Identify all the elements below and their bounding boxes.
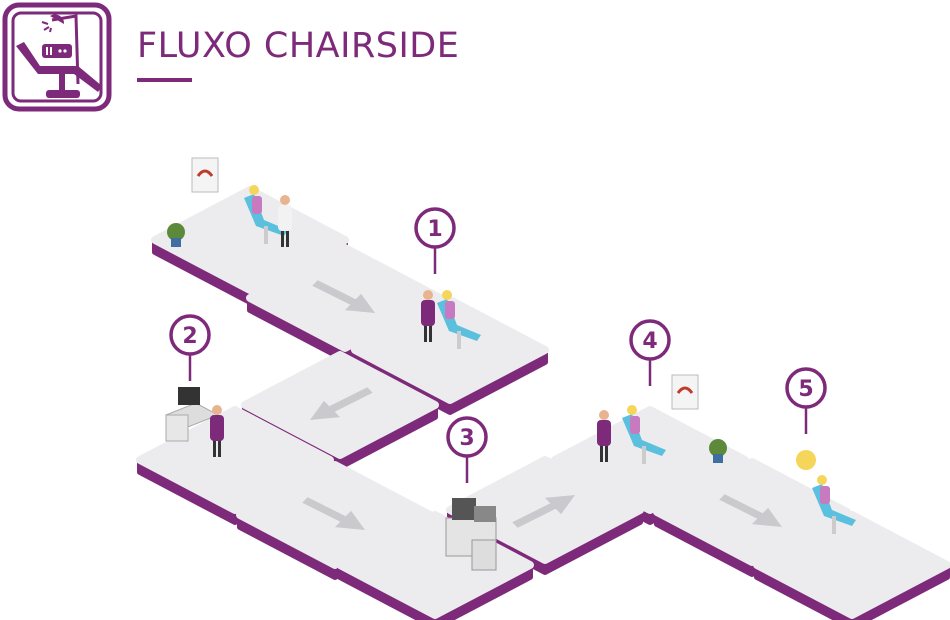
step-marker-5: 5 [785, 367, 827, 434]
step-marker-1: 1 [414, 207, 456, 274]
direction-arrow-icon [302, 497, 365, 530]
tile-top [351, 296, 549, 404]
marker-circle [169, 314, 211, 356]
step-number: 1 [427, 217, 442, 242]
tile-top [753, 511, 950, 619]
step-marker-2: 2 [169, 314, 211, 381]
designer-at-computer [210, 405, 224, 457]
page-title: FLUXO CHAIRSIDE [137, 26, 460, 66]
step-marker-4: 4 [629, 319, 671, 386]
tile-top [151, 186, 349, 294]
direction-arrow-icon [310, 387, 373, 420]
title-underline [137, 78, 192, 82]
dental-chair-with-patient [622, 405, 666, 464]
dentist-finalizing [597, 410, 611, 462]
dentist [278, 195, 292, 247]
plant-icon [709, 439, 727, 463]
step-number: 5 [798, 377, 813, 402]
patient-head [796, 450, 816, 470]
step-number: 4 [642, 329, 657, 354]
direction-arrow-icon [719, 494, 782, 527]
marker-circle [629, 319, 671, 361]
milling-machine [445, 498, 497, 571]
tile-station [151, 186, 349, 305]
dental-chair-with-patient [244, 185, 288, 244]
xray-monitor [671, 374, 699, 410]
computer-desk [164, 387, 220, 442]
technician-scanning [421, 290, 435, 342]
direction-arrow-icon [512, 495, 575, 528]
marker-circle [446, 416, 488, 458]
direction-arrow-icon [312, 280, 375, 313]
marker-circle [414, 207, 456, 249]
step-number: 2 [182, 324, 197, 349]
xray-monitor [191, 157, 219, 193]
tile-station [753, 511, 950, 620]
step-number: 3 [459, 426, 474, 451]
marker-circle [785, 367, 827, 409]
dental-chair-logo-icon [2, 2, 112, 112]
patient-finished-chair [812, 475, 856, 534]
plant-icon [167, 223, 185, 247]
step-marker-3: 3 [446, 416, 488, 483]
patient-chair-scan [437, 290, 481, 349]
